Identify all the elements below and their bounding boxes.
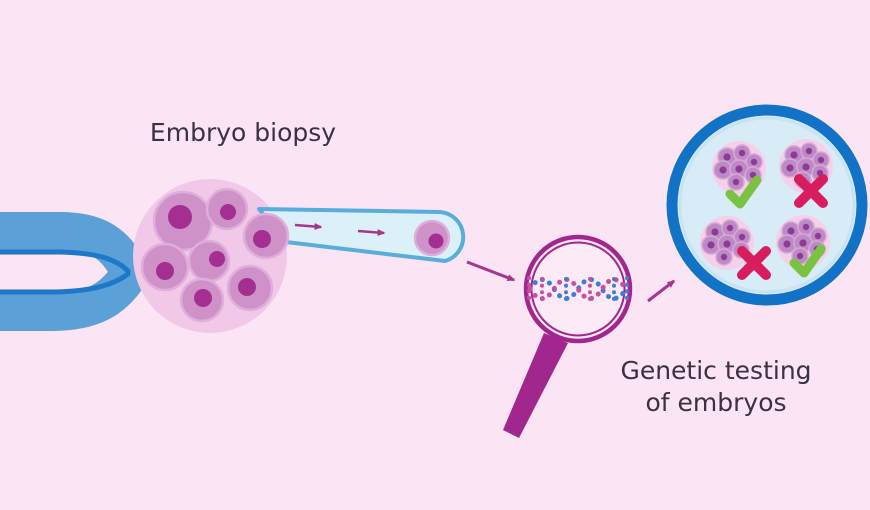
biopsy-pipette-icon bbox=[242, 207, 466, 263]
genetic-testing-label-line2: of embryos bbox=[645, 388, 787, 417]
extracted-cell bbox=[413, 219, 451, 257]
genetic-testing-label: Genetic testing of embryos bbox=[586, 355, 846, 419]
genetic-testing-label-line1: Genetic testing bbox=[620, 356, 812, 385]
arrow-to-magnifier-icon bbox=[466, 260, 516, 282]
magnifier-handle bbox=[503, 333, 568, 438]
flow-arrow-icon bbox=[294, 223, 323, 230]
aspirated-cell bbox=[242, 212, 290, 260]
magnifier-dna-icon bbox=[503, 234, 633, 438]
embryo-biopsy-label: Embryo biopsy bbox=[149, 118, 337, 147]
holding-pipette-icon bbox=[0, 212, 146, 331]
flow-arrow-icon bbox=[357, 229, 386, 236]
results-dish bbox=[666, 104, 868, 306]
arrow-to-results-icon bbox=[647, 279, 676, 303]
embryo-cell-cluster bbox=[133, 179, 287, 333]
embryo-cells bbox=[140, 187, 274, 323]
dna-helix-icon bbox=[527, 276, 629, 302]
